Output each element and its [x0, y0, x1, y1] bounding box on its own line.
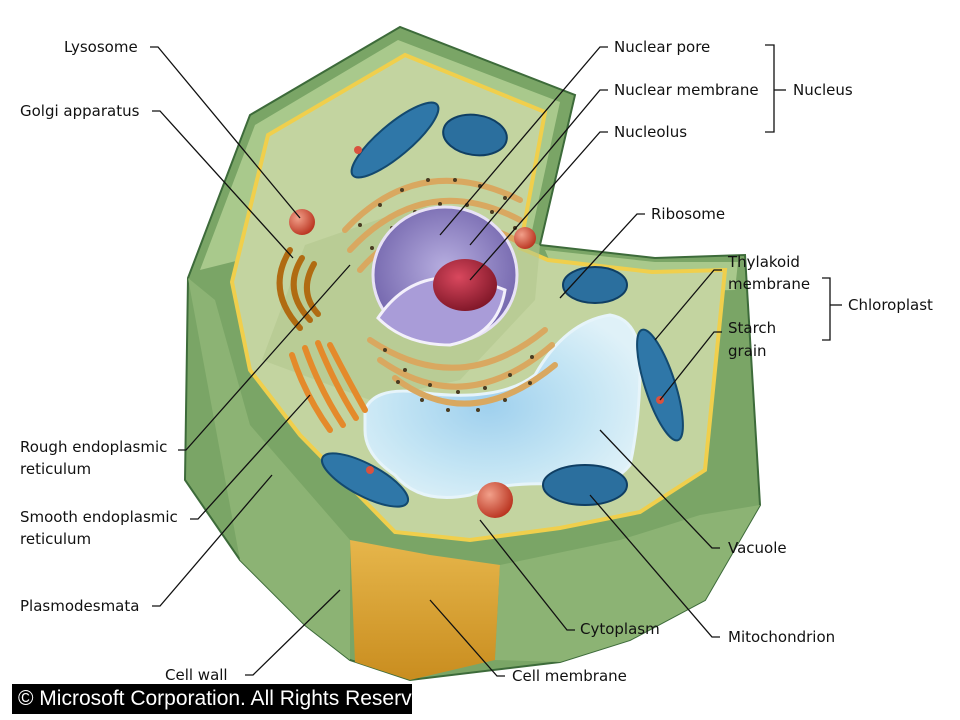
leader-lines [150, 44, 842, 677]
label-mitochondrion: Mitochondrion [728, 628, 835, 646]
label-rough-er-line2: reticulum [20, 460, 91, 478]
label-cell-membrane: Cell membrane [512, 667, 627, 685]
label-starch-line1: Starch [728, 319, 776, 337]
label-nuclear-pore: Nuclear pore [614, 38, 710, 56]
label-ribosome: Ribosome [651, 205, 725, 223]
smooth-endoplasmic-reticulum [289, 340, 368, 433]
label-starch-line2: grain [728, 342, 767, 360]
label-nuclear-membrane: Nuclear membrane [614, 81, 759, 99]
label-thylakoid-line2: membrane [728, 275, 810, 293]
label-rough-er-line1: Rough endoplasmic [20, 438, 167, 456]
mitochondria [442, 113, 628, 506]
label-thylakoid-line1: Thylakoid [727, 253, 800, 271]
copyright-notice: © Microsoft Corporation. All Rights Rese… [12, 684, 412, 714]
nucleolus [433, 259, 497, 311]
label-vacuole: Vacuole [728, 539, 787, 557]
label-nucleolus: Nucleolus [614, 123, 687, 141]
nucleus [371, 205, 519, 347]
label-chloroplast: Chloroplast [848, 296, 933, 314]
er-ribosome-dots [358, 178, 534, 412]
label-smooth-er-line2: reticulum [20, 530, 91, 548]
golgi-apparatus [276, 247, 321, 331]
lysosomes [289, 209, 536, 518]
vacuole [363, 313, 642, 499]
label-nucleus: Nucleus [793, 81, 853, 99]
label-cell-wall: Cell wall [165, 666, 228, 684]
label-golgi-apparatus: Golgi apparatus [20, 102, 140, 120]
labels: Lysosome Golgi apparatus Nuclear pore Nu… [20, 38, 933, 685]
label-cytoplasm: Cytoplasm [580, 620, 660, 638]
label-plasmodesmata: Plasmodesmata [20, 597, 139, 615]
label-smooth-er-line1: Smooth endoplasmic [20, 508, 178, 526]
label-lysosome: Lysosome [64, 38, 138, 56]
chloroplasts [320, 101, 684, 508]
